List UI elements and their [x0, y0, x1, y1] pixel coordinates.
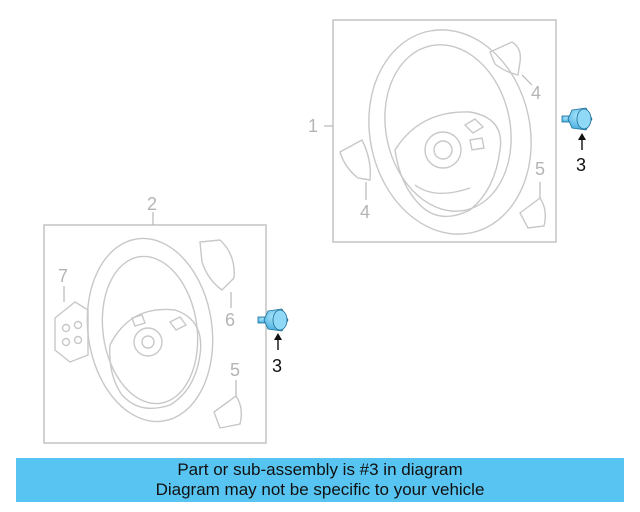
bolt-part-3-top: 3 — [561, 107, 593, 175]
callout-6: 6 — [225, 310, 235, 330]
callout-2: 2 — [147, 194, 157, 214]
callout-5-top: 5 — [535, 159, 545, 179]
callout-4-top-right: 4 — [531, 83, 541, 103]
callout-1: 1 — [308, 116, 318, 136]
switch-panel — [54, 301, 89, 363]
cover-top-left — [339, 139, 372, 181]
callout-3-top: 3 — [576, 155, 586, 175]
steering-wheel-2 — [86, 237, 214, 423]
callout-4-top-left: 4 — [360, 202, 370, 222]
steering-wheel-assembly-1: 1 4 4 5 — [308, 19, 557, 243]
cover-bottom-right — [199, 239, 235, 291]
bolt-part-3-bottom: 3 — [257, 308, 289, 376]
steering-wheel-1 — [368, 29, 532, 235]
callout-3-bottom: 3 — [272, 356, 282, 376]
cover-small-bottom — [213, 395, 243, 429]
parts-diagram: 1 4 4 5 3 — [43, 19, 593, 444]
assembly-1-frame — [332, 19, 557, 243]
banner-line-disclaimer: Diagram may not be specific to your vehi… — [155, 480, 485, 499]
steering-wheel-assembly-2: 2 7 6 5 — [43, 194, 267, 444]
cover-small-top — [519, 196, 547, 229]
banner-line-part-number: Part or sub-assembly is #3 in diagram — [177, 460, 463, 479]
info-banner: Part or sub-assembly is #3 in diagram Di… — [16, 458, 624, 502]
callout-5-bottom: 5 — [230, 360, 240, 380]
assembly-2-frame — [43, 224, 267, 444]
cover-top-right — [489, 41, 522, 76]
callout-7: 7 — [58, 266, 68, 286]
